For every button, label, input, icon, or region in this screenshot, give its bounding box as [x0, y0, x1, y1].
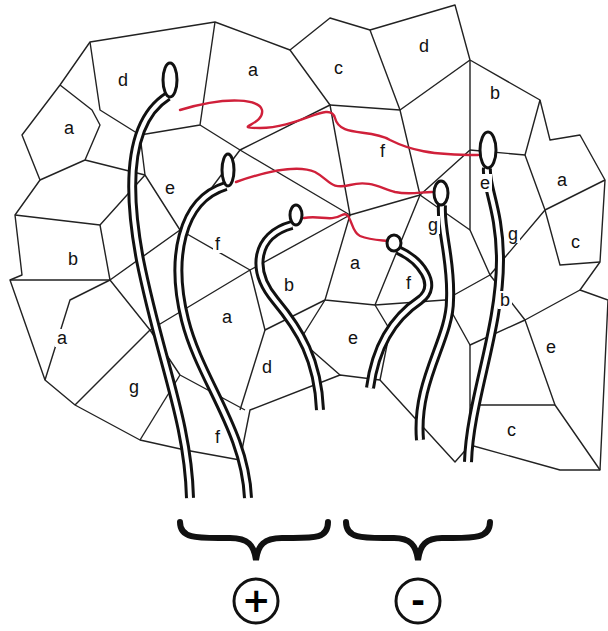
cell-letter: c — [332, 59, 345, 77]
red-wires — [180, 101, 478, 241]
cell-letter: g — [506, 225, 520, 243]
cell-letter: e — [346, 329, 360, 347]
polarity-circles — [234, 579, 440, 623]
cell-letter: f — [404, 274, 413, 292]
cell-letter: d — [417, 37, 431, 55]
cell-letter: c — [569, 233, 582, 251]
cell-letter: c — [505, 421, 518, 439]
cell-letter: g — [426, 216, 440, 234]
cell-letter: d — [116, 71, 130, 89]
cell-mosaic — [10, 5, 608, 470]
cell-letter: a — [348, 254, 362, 272]
cell-letter: d — [260, 358, 274, 376]
cell-letter: a — [62, 119, 76, 137]
cell-letter: b — [498, 291, 512, 309]
cell-letter: a — [246, 61, 260, 79]
cell-letter: a — [220, 308, 234, 326]
cell-letter: g — [127, 378, 141, 396]
cell-letter: e — [478, 174, 492, 192]
cell-letter: e — [544, 338, 558, 356]
cell-letter: b — [488, 84, 502, 102]
cell-letter: b — [66, 250, 80, 268]
cell-letter: b — [282, 276, 296, 294]
cell-letter: f — [213, 235, 222, 253]
cell-letter: f — [378, 142, 387, 160]
group-brackets — [180, 522, 490, 560]
cell-letter: e — [163, 179, 177, 197]
cell-letter: a — [555, 171, 569, 189]
cell-letter: f — [213, 428, 222, 446]
cell-letter: a — [55, 329, 69, 347]
polarity-sign: + — [242, 583, 271, 617]
polarity-sign: - — [411, 583, 425, 617]
electrodes — [132, 63, 500, 498]
